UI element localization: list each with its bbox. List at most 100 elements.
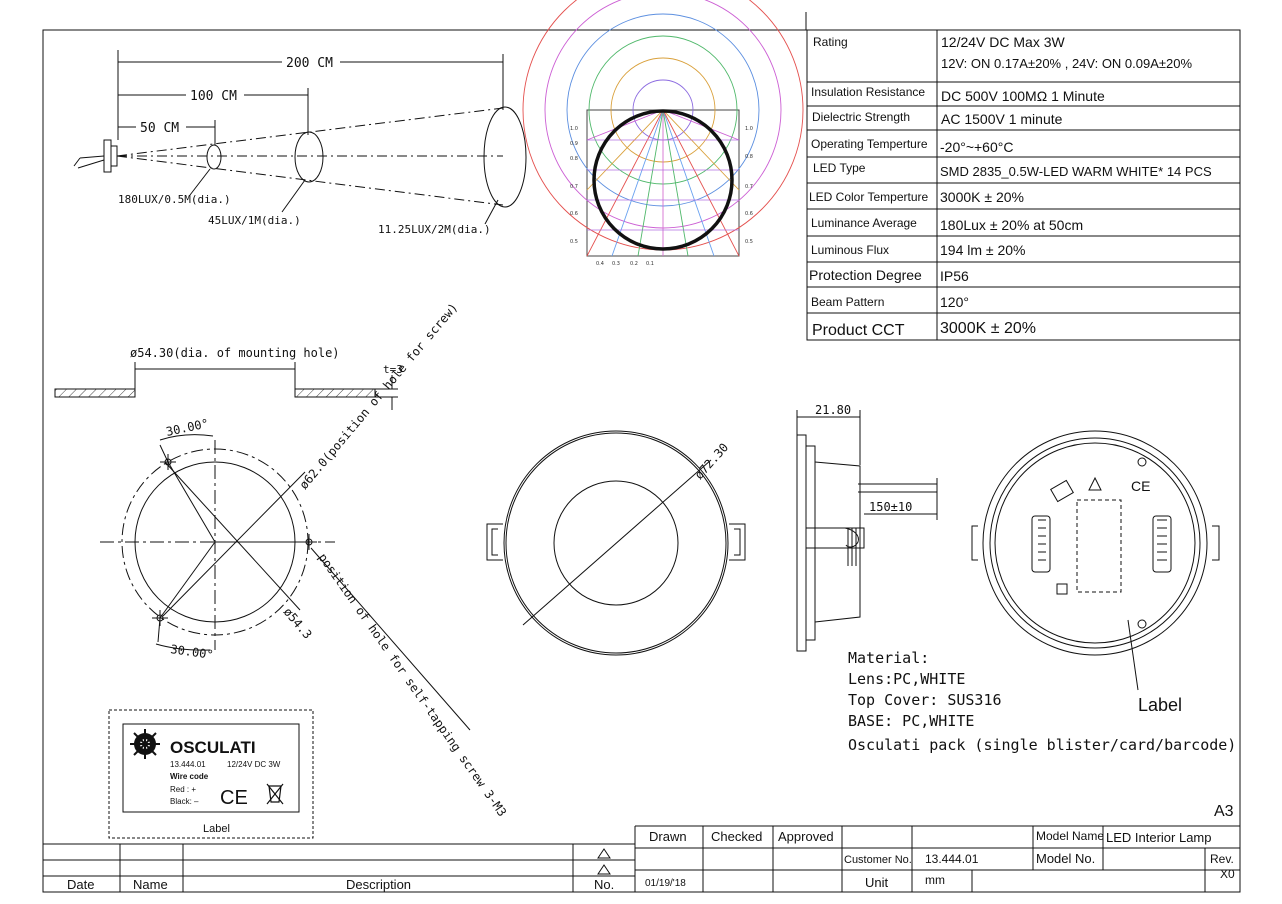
spec-value-luminous-flux: 194 lm ± 20% bbox=[940, 242, 1026, 258]
tb-model-name: LED Interior Lamp bbox=[1106, 830, 1212, 845]
lux-05m: 180LUX/0.5M(dia.) bbox=[118, 193, 231, 206]
label-wire-code: Wire code bbox=[170, 772, 209, 781]
angle-top: 30.00° bbox=[165, 416, 210, 439]
polar-tick-bottom: 0.3 bbox=[612, 261, 620, 267]
spec-value-luminance: 180Lux ± 20% at 50cm bbox=[940, 217, 1083, 233]
spec-label-beam-pattern: Beam Pattern bbox=[811, 295, 884, 309]
label-voltage: 12/24V DC 3W bbox=[227, 760, 281, 769]
dim-200cm: 200 CM bbox=[286, 56, 333, 71]
tb-date: 01/19/'18 bbox=[645, 878, 686, 889]
polar-tick-bottom: 0.1 bbox=[646, 261, 654, 267]
label-black-wire: Black: – bbox=[170, 797, 199, 806]
material-pack: Osculati pack (single blister/card/barco… bbox=[848, 736, 1236, 754]
material-lens: Lens:PC,WHITE bbox=[848, 670, 965, 688]
spec-value-beam-pattern: 120° bbox=[940, 294, 969, 310]
spec-value-insulation: DC 500V 100MΩ 1 Minute bbox=[941, 88, 1105, 104]
front-dia-dim: ø72.30 bbox=[692, 440, 731, 482]
tb-unit-label: Unit bbox=[865, 875, 889, 890]
spec-value-protection: IP56 bbox=[940, 268, 969, 284]
tb-customer-no: 13.444.01 bbox=[925, 852, 979, 866]
material-notes: Material: Lens:PC,WHITE Top Cover: SUS31… bbox=[848, 649, 1236, 754]
tb-drawn: Drawn bbox=[649, 829, 687, 844]
tb-model-no-label: Model No. bbox=[1036, 851, 1095, 866]
spec-value-color-temp: 3000K ± 20% bbox=[940, 189, 1024, 205]
spec-label-led-type: LED Type bbox=[813, 161, 866, 175]
material-top-cover: Top Cover: SUS316 bbox=[848, 691, 1002, 709]
tb-approved: Approved bbox=[778, 829, 834, 844]
spec-label-protection: Protection Degree bbox=[809, 267, 922, 283]
polar-tick-left: 0.8 bbox=[570, 156, 578, 162]
weee-bin-icon bbox=[266, 783, 284, 805]
sheet-size: A3 bbox=[1214, 803, 1234, 820]
label-red-wire: Red : + bbox=[170, 785, 196, 794]
polar-tick-right: 1.0 bbox=[745, 126, 753, 132]
label-card: OSCULATI 13.444.01 12/24V DC 3W Wire cod… bbox=[108, 709, 314, 839]
polar-tick-right: 0.6 bbox=[745, 211, 753, 217]
spec-value-led-type: SMD 2835_0.5W-LED WARM WHITE* 14 PCS bbox=[940, 164, 1212, 179]
spec-value-operating-temp: -20°~+60°C bbox=[940, 139, 1013, 155]
polar-tick-left: 0.9 bbox=[570, 141, 578, 147]
mounting-plate-section: ø54.30(dia. of mounting hole) t=3 bbox=[54, 346, 403, 410]
polar-diagram: 1.0 0.9 0.8 0.7 0.6 0.5 1.0 0.8 0.7 0.6 … bbox=[522, 0, 804, 267]
polar-tick-right: 0.5 bbox=[745, 239, 753, 245]
dim-100cm: 100 CM bbox=[190, 89, 237, 104]
dia-54-3: ø54.3 bbox=[281, 605, 315, 642]
spec-value-rating-current: 12V: ON 0.17A±20% , 24V: ON 0.09A±20% bbox=[941, 56, 1192, 71]
osculati-logo-icon bbox=[130, 729, 160, 759]
spec-label-insulation: Insulation Resistance bbox=[811, 85, 925, 99]
thickness-dim: t=3 bbox=[383, 363, 403, 376]
revision-block: Date Name Description No. bbox=[43, 843, 635, 892]
spec-label-dielectric: Dielectric Strength bbox=[812, 110, 910, 124]
polar-tick-right: 0.8 bbox=[745, 154, 753, 160]
polar-tick-left: 1.0 bbox=[570, 126, 578, 132]
self-tapping-note: position of hole for self-tapping screw … bbox=[316, 551, 510, 819]
rev-description-header: Description bbox=[346, 877, 411, 892]
tb-customer-no-label: Customer No. bbox=[844, 854, 912, 866]
title-block: Drawn Checked Approved Model Name LED In… bbox=[634, 825, 1240, 892]
side-depth-dim: 21.80 bbox=[815, 403, 851, 417]
lamp-back-view bbox=[971, 430, 1220, 691]
polar-tick-left: 0.6 bbox=[570, 211, 578, 217]
ce-mark-back: CE bbox=[1131, 478, 1150, 494]
label-code: 13.444.01 bbox=[170, 760, 206, 769]
tb-rev-label: Rev. bbox=[1210, 852, 1234, 866]
rev-no-header: No. bbox=[594, 877, 614, 892]
label-caption: Label bbox=[203, 823, 230, 835]
tb-unit: mm bbox=[925, 873, 945, 887]
mounting-hole-pattern bbox=[100, 434, 471, 731]
spec-label-luminance: Luminance Average bbox=[811, 216, 917, 230]
back-label-callout: Label bbox=[1138, 695, 1182, 715]
lux-1m: 45LUX/1M(dia.) bbox=[208, 214, 301, 227]
mounting-hole-dim: ø54.30(dia. of mounting hole) bbox=[130, 346, 340, 360]
material-title: Material: bbox=[848, 649, 929, 667]
spec-label-luminous-flux: Luminous Flux bbox=[811, 243, 889, 257]
tb-model-name-label: Model Name bbox=[1036, 829, 1104, 843]
tb-checked: Checked bbox=[711, 829, 762, 844]
tb-rev: X0 bbox=[1220, 867, 1235, 881]
spec-label-rating: Rating bbox=[813, 35, 848, 49]
polar-tick-bottom: 0.2 bbox=[630, 261, 638, 267]
cable-length-dim: 150±10 bbox=[869, 500, 912, 514]
spec-value-product-cct: 3000K ± 20% bbox=[940, 320, 1036, 337]
spec-label-operating-temp: Operating Temperture bbox=[811, 137, 928, 151]
rev-name-header: Name bbox=[133, 877, 168, 892]
polar-tick-bottom: 0.4 bbox=[596, 261, 604, 267]
drawing-frame bbox=[42, 12, 1241, 893]
angle-bottom: 30.00° bbox=[170, 642, 215, 662]
spec-label-product-cct: Product CCT bbox=[812, 322, 905, 339]
ce-mark-icon: CE bbox=[220, 787, 248, 809]
rev-date-header: Date bbox=[67, 877, 94, 892]
dim-50cm: 50 CM bbox=[140, 121, 179, 136]
side-view-labels: 21.80 150±10 bbox=[815, 403, 912, 514]
spec-label-color-temp: LED Color Temperture bbox=[809, 190, 928, 204]
polar-tick-right: 0.7 bbox=[745, 184, 753, 190]
polar-tick-left: 0.5 bbox=[570, 239, 578, 245]
spec-table: Rating 12/24V DC Max 3W 12V: ON 0.17A±20… bbox=[806, 29, 1241, 341]
lux-2m: 11.25LUX/2M(dia.) bbox=[378, 223, 491, 236]
label-brand: OSCULATI bbox=[170, 738, 256, 757]
polar-tick-left: 0.7 bbox=[570, 184, 578, 190]
material-base: BASE: PC,WHITE bbox=[848, 712, 974, 730]
lamp-side-view bbox=[796, 410, 938, 652]
beam-dimension-labels: 200 CM 100 CM 50 CM 180LUX/0.5M(dia.) 45… bbox=[118, 54, 491, 236]
